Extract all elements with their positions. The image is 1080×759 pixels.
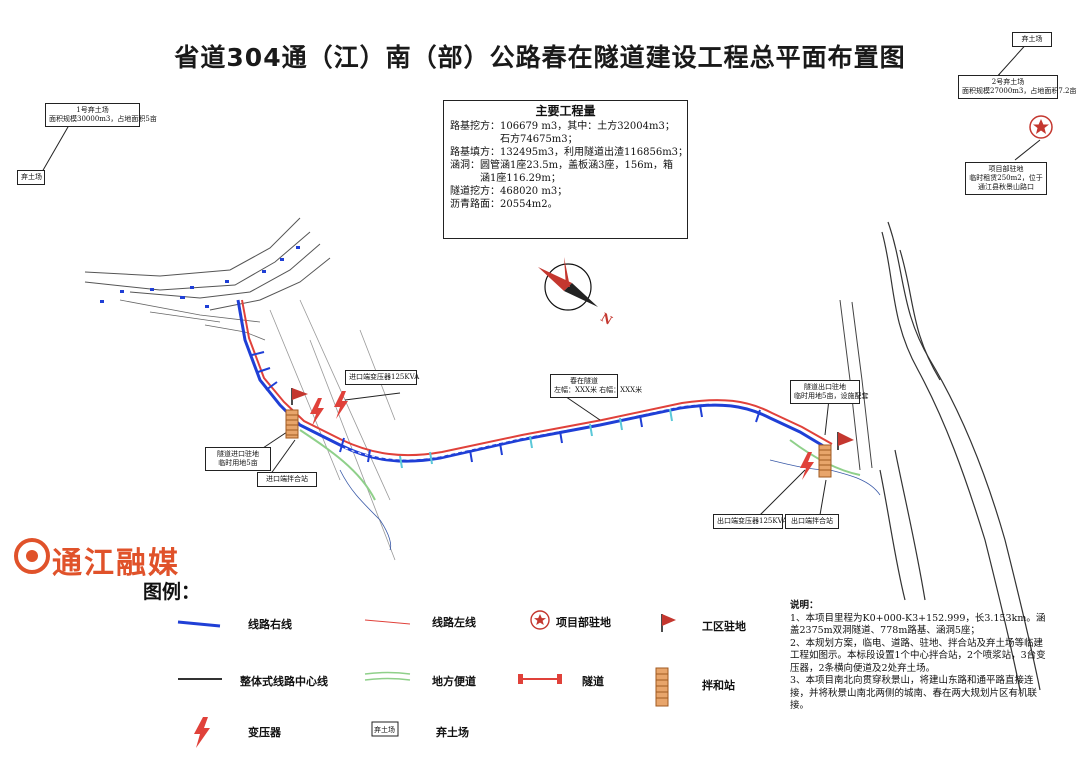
legend-transformer-label: 变压器 (248, 726, 281, 739)
route-ticks (251, 351, 761, 463)
spoil-site-1-tag: 弃土场 (17, 170, 45, 185)
legend-access-road-label: 地方便道 (432, 675, 476, 688)
stream (339, 459, 881, 551)
entrance-camp-callout: 隧道进口驻地 临时用地5亩 (205, 447, 271, 471)
note-item: 1、本项目里程为K0+000-K3+152.999，长3.153km。涵盖237… (790, 612, 1046, 637)
quantity-line: 沥青路面：20554m2。 (450, 199, 558, 210)
transformer-entrance-icon (310, 398, 324, 426)
transformer-entrance2-icon (334, 391, 348, 419)
quantity-line: 路基挖方：106679 m3，其中：土方32004m3； (450, 121, 675, 132)
tunnel-name-callout: 春在隧道 左幅：XXX米 右幅：XXX米 (550, 374, 643, 398)
entrance-camp-name: 隧道进口驻地 (217, 450, 259, 458)
quantity-line: 石方74675m3； (450, 134, 578, 145)
spoil-site-1-name: 1号弃土场 (76, 106, 109, 114)
cyan-ticks (399, 408, 673, 469)
exit-mixing-callout: 出口端拌合站 (785, 514, 839, 529)
exit-camp-detail: 临时用地5亩，设施配套 (794, 392, 869, 400)
project-hq-star-icon (1029, 115, 1053, 139)
legend-spoil-tag: 弃土场 (374, 726, 395, 734)
quantity-line: 涵洞：圆管涵1座23.5m，盖板涵3座，156m，箱 (450, 160, 674, 171)
note-item: 2、本规划方案，临电、道路、驻地、拌合站及弃土场等临建工程如图示。本标段设置1个… (790, 637, 1046, 674)
mixing-station-entrance-icon (285, 409, 299, 439)
access-roads-green (299, 429, 861, 501)
quantity-line: 涵1座116.29m； (450, 173, 561, 184)
camp-flag-entrance-icon (291, 388, 308, 405)
quantity-line: 隧道挖方：468020 m3； (450, 186, 568, 197)
legend-hq-label: 项目部驻地 (556, 616, 611, 629)
entrance-mixing-callout: 进口端拌合站 (257, 472, 317, 487)
spoil-site-2-detail: 面积规模27000m3，占地面积7.2亩 (962, 87, 1077, 95)
legend-right-line-label: 线路右线 (248, 618, 292, 631)
structures (100, 246, 300, 308)
notes-block: 说明： 1、本项目里程为K0+000-K3+152.999，长3.153km。涵… (790, 600, 1050, 713)
legend-spoil-label: 弃土场 (436, 726, 469, 739)
quantity-line: 路基填方：132495m3，利用隧道出渣116856m3； (450, 147, 689, 158)
tunnel-section (344, 402, 773, 460)
exit-camp-callout: 隧道出口驻地 临时用地5亩，设施配套 (790, 380, 869, 404)
spoil-site-2-callout: 2号弃土场 面积规模27000m3，占地面积7.2亩 (958, 75, 1077, 99)
legend-symbols (177, 610, 676, 748)
mixing-station-exit-icon (818, 444, 832, 478)
legend-camp-label: 工区驻地 (702, 620, 746, 633)
entrance-camp-detail: 临时用地5亩 (218, 459, 258, 467)
project-hq-name: 项目部驻地 (988, 165, 1024, 173)
project-hq-detail: 临时租赁250m2，位于通江县秋景山路口 (969, 174, 1043, 191)
logo-icon (14, 538, 50, 574)
legend-center-line-label: 整体式线路中心线 (240, 675, 328, 688)
river (879, 221, 1041, 691)
legend-mixing-label: 拌和站 (702, 679, 735, 692)
spoil-site-2-tag: 弃土场 (1012, 32, 1052, 47)
camp-flag-exit-icon (837, 432, 854, 450)
tunnel-name: 春在隧道 (570, 377, 598, 385)
media-logo-text: 通江融媒 (52, 546, 180, 581)
legend-title: 图例： (143, 581, 201, 603)
exit-transformer-callout: 出口端变压器125KVA (713, 514, 787, 529)
notes-heading: 说明： (790, 600, 819, 611)
spoil-site-1-callout: 1号弃土场 面积规模30000m3，占地面积5亩 (45, 103, 157, 127)
route-right-line (236, 299, 831, 463)
note-item: 3、本项目南北向贯穿秋景山，将建山东路和通平路直接连接，并将秋景山南北两侧的城南… (790, 675, 1038, 711)
spoil-site-2-name: 2号弃土场 (991, 78, 1025, 86)
transformer-exit-icon (800, 452, 814, 480)
entrance-transformer-callout: 进口端变压器125KVA (345, 370, 419, 385)
project-hq-callout: 项目部驻地 临时租赁250m2，位于通江县秋景山路口 (965, 162, 1047, 195)
legend-tunnel-label: 隧道 (582, 675, 604, 688)
legend-left-line-label: 线路左线 (432, 616, 476, 629)
route-left-line (241, 299, 833, 457)
quantities-box: 主要工程量 路基挖方：106679 m3，其中：土方32004m3； 石方746… (443, 100, 688, 239)
tunnel-detail: 左幅：XXX米 右幅：XXX米 (554, 386, 643, 394)
exit-camp-name: 隧道出口驻地 (804, 383, 846, 391)
compass-icon (538, 257, 598, 311)
map-title: 省道304通（江）南（部）公路春在隧道建设工程总平面布置图 (174, 43, 906, 72)
terrain-contours (84, 217, 331, 311)
quantities-heading: 主要工程量 (535, 104, 596, 118)
spoil-site-1-detail: 面积规模30000m3，占地面积5亩 (49, 115, 157, 123)
